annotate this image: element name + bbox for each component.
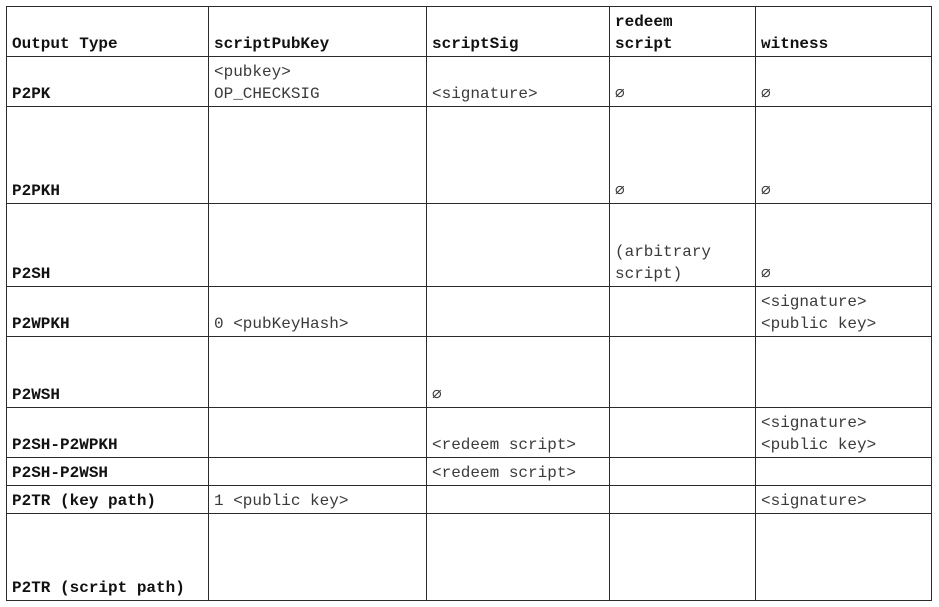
cell-output-type: P2SH-P2WSH: [6, 457, 209, 486]
cell-output-type: P2TR (key path): [6, 485, 209, 514]
cell-scriptpubkey: [208, 513, 427, 601]
cell-scriptsig: [426, 106, 610, 204]
cell-redeem-script: [609, 336, 756, 408]
cell-witness: [755, 513, 932, 601]
table-header-row: Output Type scriptPubKey scriptSig redee…: [6, 6, 932, 57]
cell-redeem-script: ∅: [609, 56, 756, 107]
cell-scriptpubkey: <pubkey> OP_CHECKSIG: [208, 56, 427, 107]
cell-redeem-script: [609, 286, 756, 337]
cell-witness: <signature> <public key>: [755, 286, 932, 337]
cell-witness: ∅: [755, 203, 932, 287]
table-row: P2SH-P2WSH <redeem script>: [6, 457, 932, 486]
cell-scriptsig: <redeem script>: [426, 457, 610, 486]
cell-witness: [755, 336, 932, 408]
table-row: P2WPKH 0 <pubKeyHash> <signature> <publi…: [6, 286, 932, 337]
cell-scriptpubkey: [208, 203, 427, 287]
cell-output-type: P2TR (script path): [6, 513, 209, 601]
cell-scriptpubkey: [208, 407, 427, 458]
cell-witness: ∅: [755, 56, 932, 107]
cell-redeem-script: (arbitrary script): [609, 203, 756, 287]
cell-witness: ∅: [755, 106, 932, 204]
cell-scriptsig: [426, 513, 610, 601]
table-row: P2PK <pubkey> OP_CHECKSIG <signature> ∅ …: [6, 56, 932, 107]
cell-output-type: P2WPKH: [6, 286, 209, 337]
cell-scriptpubkey: 1 <public key>: [208, 485, 427, 514]
cell-scriptsig: <signature>: [426, 56, 610, 107]
cell-output-type: P2SH-P2WPKH: [6, 407, 209, 458]
cell-output-type: P2WSH: [6, 336, 209, 408]
header-redeem-script: redeem script: [609, 6, 756, 57]
table-row: P2TR (key path) 1 <public key> <signatur…: [6, 485, 932, 514]
table-row: P2TR (script path): [6, 513, 932, 601]
cell-scriptpubkey: 0 <pubKeyHash>: [208, 286, 427, 337]
cell-redeem-script: ∅: [609, 106, 756, 204]
cell-witness: <signature> <public key>: [755, 407, 932, 458]
cell-witness: <signature>: [755, 485, 932, 514]
header-witness: witness: [755, 6, 932, 57]
cell-scriptpubkey: [208, 106, 427, 204]
header-scriptpubkey: scriptPubKey: [208, 6, 427, 57]
cell-witness: [755, 457, 932, 486]
table-row: P2SH (arbitrary script) ∅: [6, 203, 932, 287]
cell-scriptsig: [426, 485, 610, 514]
cell-output-type: P2PKH: [6, 106, 209, 204]
cell-output-type: P2SH: [6, 203, 209, 287]
cell-redeem-script: [609, 513, 756, 601]
cell-redeem-script: [609, 407, 756, 458]
cell-output-type: P2PK: [6, 56, 209, 107]
output-types-table: Output Type scriptPubKey scriptSig redee…: [6, 6, 932, 601]
cell-scriptsig: ∅: [426, 336, 610, 408]
cell-scriptsig: [426, 286, 610, 337]
table-row: P2SH-P2WPKH <redeem script> <signature> …: [6, 407, 932, 458]
cell-scriptpubkey: [208, 336, 427, 408]
table-row: P2WSH ∅: [6, 336, 932, 408]
cell-scriptsig: <redeem script>: [426, 407, 610, 458]
table-row: P2PKH ∅ ∅: [6, 106, 932, 204]
header-scriptsig: scriptSig: [426, 6, 610, 57]
cell-scriptpubkey: [208, 457, 427, 486]
header-output-type: Output Type: [6, 6, 209, 57]
cell-redeem-script: [609, 457, 756, 486]
cell-redeem-script: [609, 485, 756, 514]
cell-scriptsig: [426, 203, 610, 287]
